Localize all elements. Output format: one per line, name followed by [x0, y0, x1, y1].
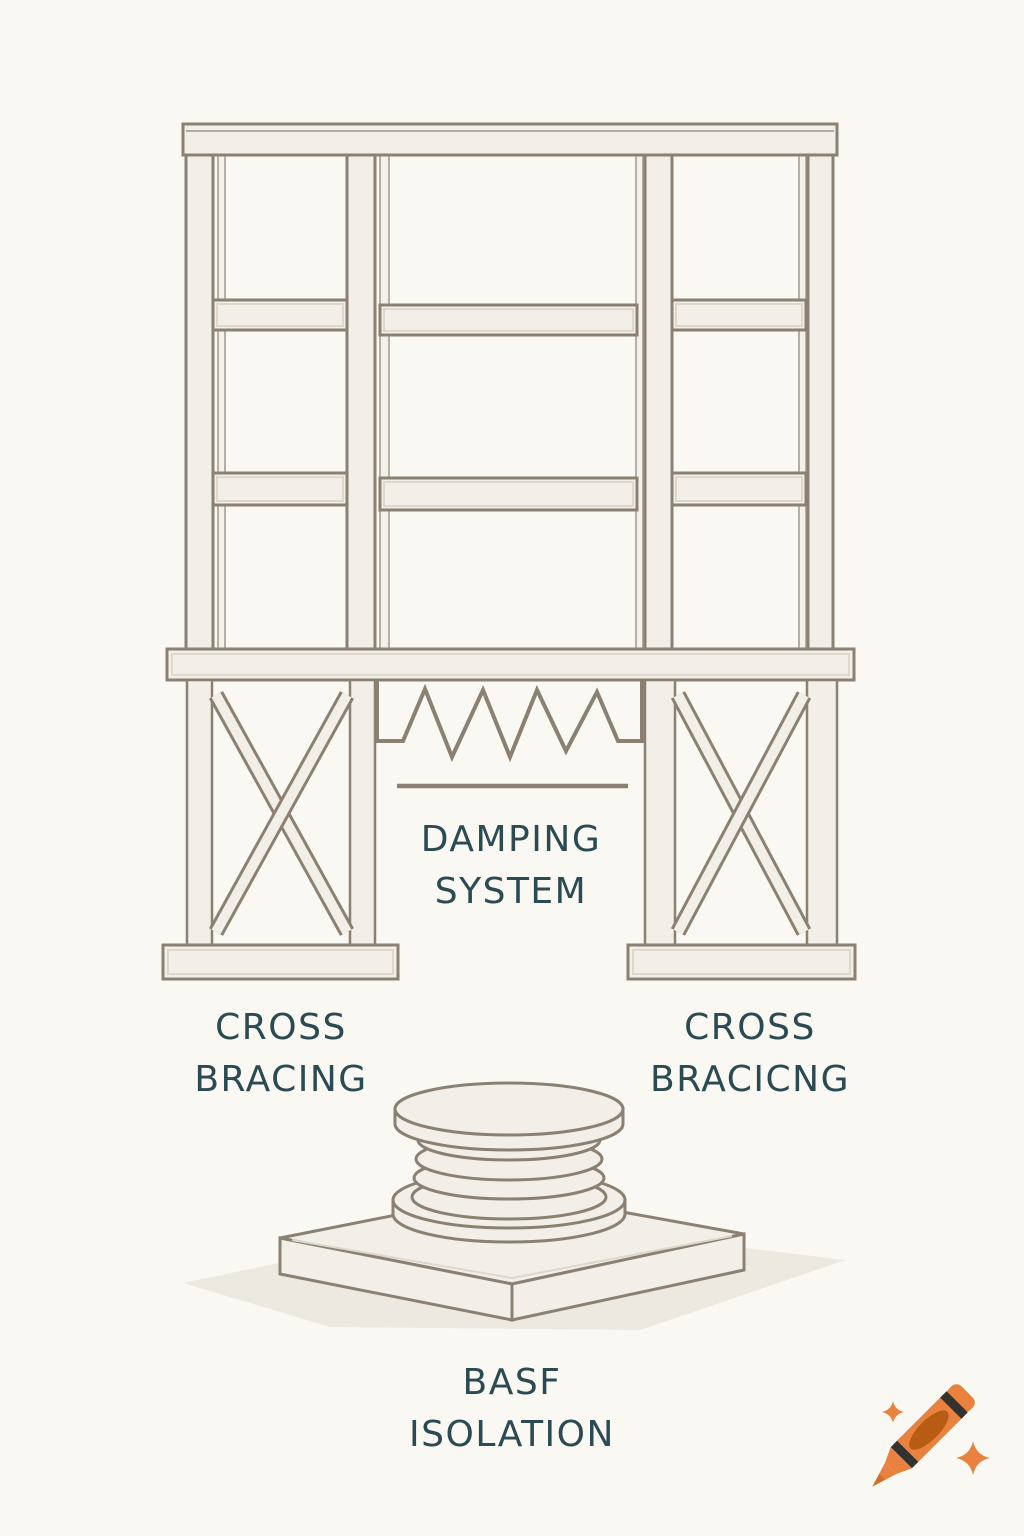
plate-right-face [510, 1232, 746, 1322]
spring-zigzag [375, 680, 644, 763]
cross-left-label-line1: CROSS [215, 1007, 347, 1048]
pier-column [805, 678, 839, 947]
crayon-logo [872, 1384, 990, 1487]
cross-right-label-line2: BRACICNG [650, 1059, 850, 1100]
damping-label-line2: SYSTEM [434, 871, 588, 912]
cross-bracing-left-label: CROSS BRACING [51, 1002, 511, 1106]
base-isolator [183, 1081, 846, 1330]
cross-bracing-right [626, 678, 857, 981]
sparkle-icon [882, 1401, 904, 1423]
floor-beam [670, 471, 808, 507]
frame-column [345, 153, 377, 651]
pier-column [348, 678, 377, 947]
footing-right [626, 943, 857, 981]
base-isolation-label: BASF ISOLATION [282, 1357, 742, 1461]
cross-right-label-line1: CROSS [684, 1007, 816, 1048]
column-shading-strip [379, 154, 390, 650]
floor-beam-level-1 [211, 298, 808, 337]
cross-bracing-left [161, 678, 400, 981]
damping-label-line1: DAMPING [420, 819, 602, 860]
building-frame [181, 122, 839, 651]
crayon-band [940, 1391, 968, 1419]
crayon-cap [946, 1384, 975, 1413]
isolator-top-disc [393, 1081, 625, 1152]
sparkle-icon [956, 1441, 990, 1475]
column-shading-strip [798, 154, 807, 650]
cross-bracing-right-label: CROSS BRACICNG [520, 1002, 980, 1106]
column-shading-strip [217, 154, 226, 650]
column-shading-strip [635, 154, 644, 650]
floor-beam-level-2 [211, 471, 808, 512]
base-label-line2: ISOLATION [409, 1414, 615, 1455]
crayon-point-tip [872, 1473, 886, 1487]
footing-left [161, 943, 400, 981]
crayon-shoulder [885, 1447, 912, 1474]
damping-system-label: DAMPING SYSTEM [281, 814, 741, 918]
damper-spring-icon [375, 680, 644, 789]
floor-beam [211, 471, 349, 507]
transfer-beam [165, 647, 856, 682]
crayon-icon [872, 1384, 975, 1487]
cross-left-label-line2: BRACING [194, 1059, 368, 1100]
pier-column [185, 678, 214, 947]
frame-column [806, 153, 835, 651]
crayon-band [890, 1440, 919, 1469]
crayon-label-oval [909, 1410, 949, 1450]
frame-column [643, 153, 674, 651]
top-beam [181, 122, 839, 157]
base-label-line1: BASF [462, 1362, 562, 1403]
floor-beam [378, 476, 639, 512]
frame-column [184, 153, 215, 651]
